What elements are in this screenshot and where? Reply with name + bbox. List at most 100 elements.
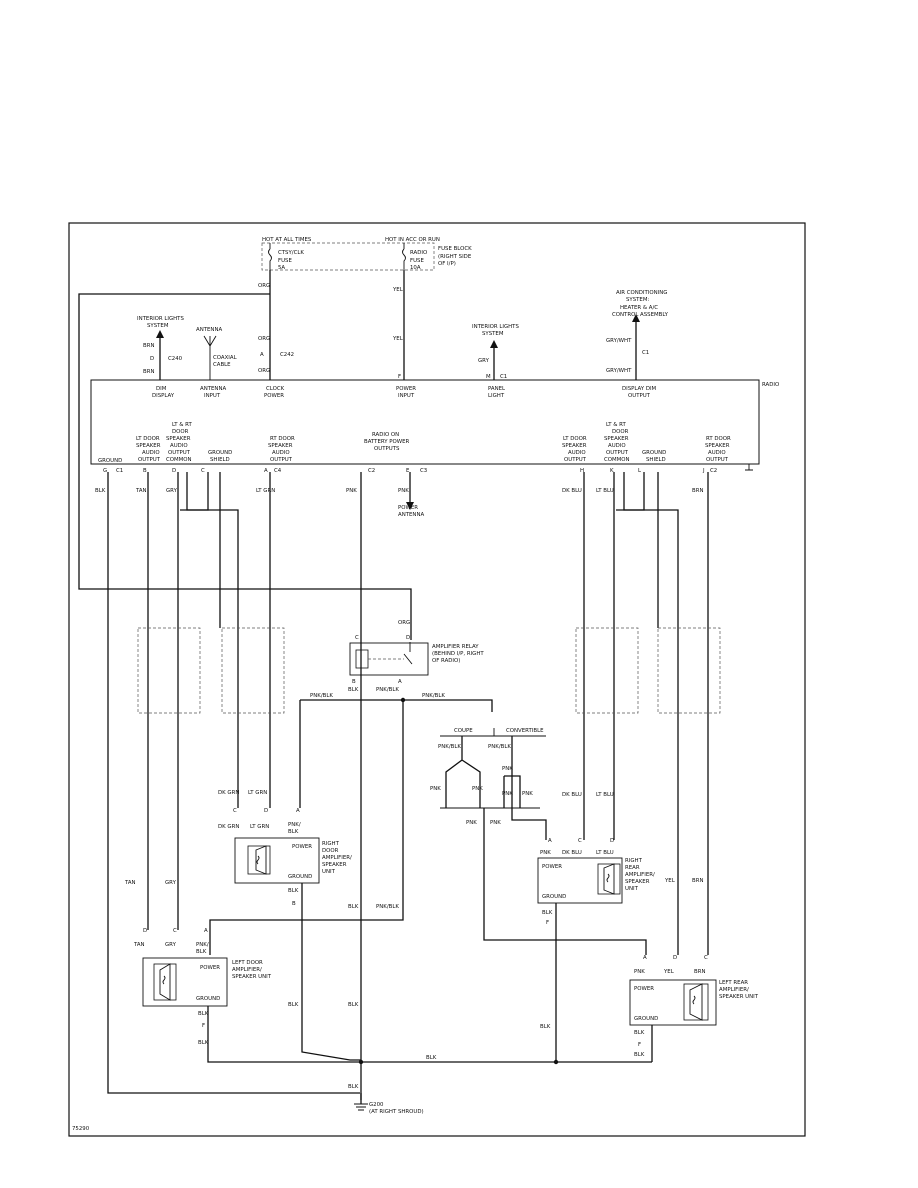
wire-label-org-3: ORG (258, 368, 270, 374)
wl-dkblu-2: DK BLU (562, 792, 582, 798)
rdu-power: POWER (292, 844, 312, 850)
rbr-0a: LT DOOR (563, 436, 587, 442)
rbl-4a: RT DOOR (270, 436, 295, 442)
rru-ltblu: LT BLU (596, 850, 614, 856)
wl-pnk-c3: PNK (502, 766, 513, 772)
pin-d: D (172, 468, 176, 474)
c242-label: C242 (280, 352, 294, 358)
wl-blk-gnd-3: BLK (540, 1024, 551, 1030)
pin-f: F (398, 374, 401, 380)
fuse-block-label-3: OF I/P) (438, 261, 456, 267)
int-lights1-l1: INTERIOR LIGHTS (137, 316, 184, 322)
wl-gry-1: GRY (166, 488, 178, 494)
wire-grywht-2: GRY/WHT (606, 368, 632, 374)
rdu-pin-b: B (292, 901, 296, 907)
radio-top-5a: DISPLAY DIM (622, 386, 657, 392)
int-lights2-l1: INTERIOR LIGHTS (472, 324, 519, 330)
fuse1-line2: FUSE (278, 258, 292, 264)
wl-blk-relay: BLK (348, 687, 359, 693)
rru-ground: GROUND (542, 894, 566, 900)
relay-label-1: AMPLIFIER RELAY (432, 644, 479, 650)
radio-bottom-left-labels: GROUND LT DOOR SPEAKER AUDIO OUTPUT LT &… (98, 422, 409, 464)
pin-j: J (702, 468, 705, 474)
speaker-wires-right (583, 472, 709, 955)
rbm-2: BATTERY POWER (364, 439, 409, 445)
lru-pin-f: F (638, 1042, 641, 1048)
wire-brn-1: BRN (143, 343, 154, 349)
lru-yel: YEL (664, 878, 675, 884)
rdu-blk-w: BLK (288, 888, 299, 894)
rbr-2b: SHIELD (646, 457, 666, 463)
radio-top-0b: DISPLAY (152, 393, 175, 399)
ac-l3: HEATER & A/C (620, 305, 658, 311)
rdu-pin-c: C (233, 808, 237, 814)
relay-pin-d: D (406, 635, 410, 641)
shield-box-1 (137, 627, 201, 714)
lru-title-3: SPEAKER UNIT (719, 994, 759, 1000)
fuse1-line3: 5A (278, 265, 285, 271)
rdu-pnk: PNK/ (288, 822, 301, 828)
wl-org-relay: ORG (398, 620, 410, 626)
rdu-blk: BLK (288, 829, 299, 835)
rru-title-1: RIGHT (625, 858, 643, 864)
fuse2-line2: FUSE (410, 258, 424, 264)
rbl-2d: AUDIO (170, 443, 188, 449)
lru-yel-2: YEL (663, 969, 674, 975)
relay-label-3: OF RADIO) (432, 658, 460, 664)
ldu-title-3: SPEAKER UNIT (232, 974, 272, 980)
c240-label: C240 (168, 356, 183, 362)
rbm-1: RADIO ON (372, 432, 399, 438)
ldu-pnk: PNK/ (196, 942, 209, 948)
wl-brn-1: BRN (692, 488, 703, 494)
rdu-ground: GROUND (288, 874, 312, 880)
radio-top-1b: INPUT (204, 393, 221, 399)
left-rear-unit: YEL BRN A D C PNK YEL BRN POWER GROUND L… (629, 878, 759, 1062)
wl-pnk-c7: PNK (490, 820, 501, 826)
rru-title-5: UNIT (625, 886, 639, 892)
wire-gry-top: GRY (478, 358, 490, 364)
rbr-3d: OUTPUT (706, 457, 729, 463)
pin-e: E (406, 468, 410, 474)
fuse-block: HOT AT ALL TIMES HOT IN ACC OR RUN CTSY/… (261, 237, 472, 271)
lru-pin-c: C (704, 955, 708, 961)
rbr-0c: AUDIO (568, 450, 586, 456)
wire-label-org-2: ORG (258, 336, 270, 342)
ldu-pin-d: D (143, 928, 147, 934)
relay-pin-c: C (355, 635, 359, 641)
rdu-title-4: SPEAKER (322, 862, 347, 868)
rbr-0b: SPEAKER (562, 443, 587, 449)
ldu-gry: GRY (165, 880, 177, 886)
wl-tan-1: TAN (135, 488, 147, 494)
wl-blk-gnd-1: BLK (288, 1002, 299, 1008)
left-door-unit: TAN GRY BLK PNK/BLK D C A TAN GRY PNK/ B… (124, 880, 652, 1063)
radio-top-0a: DIM (156, 386, 167, 392)
ldu-gry-2: GRY (165, 942, 177, 948)
rbl-1b: SPEAKER (136, 443, 161, 449)
rru-pin-c: C (578, 838, 582, 844)
convertible-label: CONVERTIBLE (506, 728, 544, 734)
rru-pnk: PNK (540, 850, 551, 856)
wire-labels-upper: BLK TAN GRY LT GRN PNK PNK DK BLU LT BLU… (95, 488, 703, 518)
wl-dkblu-1: DK BLU (562, 488, 582, 494)
relay-label-2: (BEHIND I/P, RIGHT (432, 651, 484, 657)
power-antenna-l2: ANTENNA (398, 512, 424, 518)
ldu-ground: GROUND (196, 996, 220, 1002)
radio-top-4b: LIGHT (488, 393, 505, 399)
pin-c2-right: C2 (710, 468, 717, 474)
speaker-wires-left (107, 472, 414, 1100)
power-antenna-l1: POWER (398, 505, 418, 511)
ldu-blk-w2: BLK (198, 1040, 209, 1046)
rbl-1a: LT DOOR (136, 436, 160, 442)
rbr-1f: COMMON (604, 457, 630, 463)
wl-dkgrn-1: DK GRN (218, 790, 239, 796)
pin-k: K (610, 468, 614, 474)
pin-g: G (103, 468, 107, 474)
fuse-block-label-1: FUSE BLOCK (438, 246, 472, 252)
fuse2-line3: 10A (410, 265, 421, 271)
rbr-2a: GROUND (642, 450, 666, 456)
lru-pin-d: D (673, 955, 677, 961)
shield-box-3 (575, 627, 639, 714)
rbr-0d: OUTPUT (564, 457, 587, 463)
wl-ltgrn-2: LT GRN (248, 790, 267, 796)
lru-title-1: LEFT REAR (719, 980, 748, 986)
